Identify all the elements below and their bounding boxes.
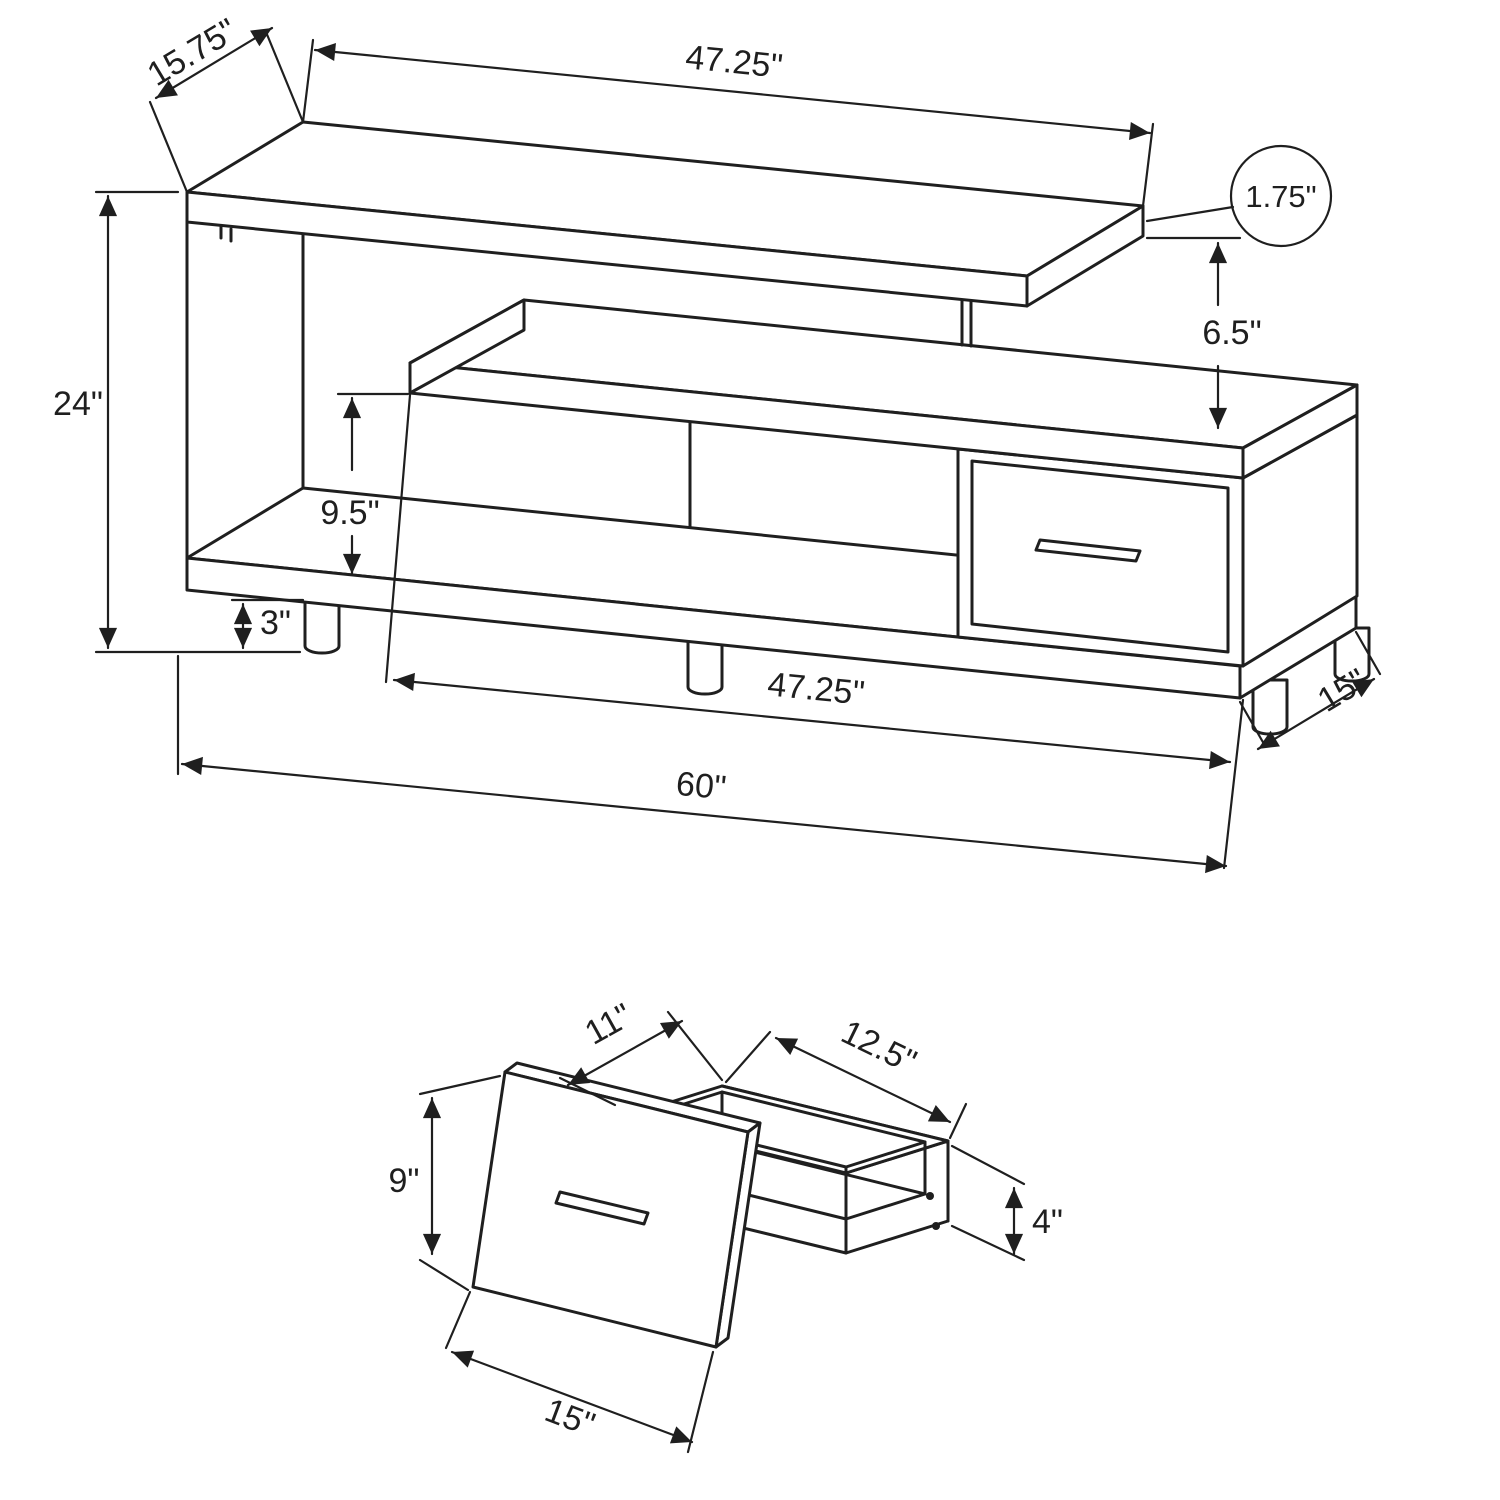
- middle-shelf-right-end-face: [1241, 383, 1359, 480]
- dim-drawer-front-width-ext-2: [686, 1350, 715, 1454]
- middle-shelf: [408, 298, 1359, 480]
- dim-drawer-inner-depth-label: 11": [579, 996, 639, 1052]
- callout-top-thickness: 1.75": [1145, 144, 1333, 248]
- dim-base-width: 47.25": [384, 393, 1245, 870]
- dim-base-width-label: 47.25": [766, 665, 866, 712]
- dim-shelf-gap-label: 6.5": [1202, 314, 1261, 352]
- dim-drawer-front-width-ext-1: [444, 1290, 472, 1350]
- middle-shelf-left-end-face: [408, 298, 526, 395]
- dim-top-width-label: 47.25": [684, 38, 784, 85]
- dim-drawer-inner-width-line: [774, 1036, 952, 1124]
- dim-drawer-front-height-label: 9": [389, 1162, 420, 1200]
- dim-leg-height-label: 3": [260, 604, 291, 642]
- dim-top-width-ext-1: [301, 38, 315, 124]
- dim-overall-width-label: 60": [674, 765, 727, 808]
- dim-drawer-front-height-ext-2: [418, 1258, 470, 1292]
- left-panel: [185, 220, 305, 560]
- dim-drawer-inner-width-ext-2: [948, 1102, 968, 1140]
- screw-dot-1: [926, 1192, 934, 1200]
- callout-top-thickness-circle: [1229, 144, 1333, 248]
- dim-top-width-ext-2: [1141, 122, 1155, 208]
- leg-middle: [686, 639, 724, 696]
- dim-drawer-inner-width-ext-1: [724, 1030, 772, 1084]
- dim-top-depth-ext-2: [264, 30, 305, 124]
- dim-base-width-line: [392, 672, 1232, 770]
- dim-overall-height: 24": [53, 190, 302, 654]
- drawer-front-panel: [471, 1061, 762, 1349]
- dim-drawer-side-height-label: 4": [1032, 1203, 1063, 1241]
- tv-stand-drawing: [185, 120, 1371, 736]
- dim-overall-height-label: 24": [53, 385, 103, 423]
- dim-drawer-front-width-line: [450, 1350, 694, 1444]
- dim-base-width-ext-right: [1222, 698, 1245, 870]
- dim-top-width-line: [313, 42, 1152, 141]
- cabinet-drawer-handle: [1034, 538, 1142, 563]
- dim-shelf-gap: 6.5": [1145, 236, 1262, 430]
- dim-drawer-front-width-label: 15": [540, 1391, 600, 1444]
- dim-opening-height-label: 9.5": [320, 494, 379, 532]
- tv-stand-dimensions: 15.75" 47.25" 1.75" 6.5" 24": [53, 11, 1382, 874]
- drawer-panel-handle: [554, 1190, 650, 1226]
- dim-drawer-side-height: 4": [950, 1144, 1063, 1262]
- dim-opening-height: 9.5": [320, 392, 410, 576]
- dim-drawer-inner-width-label: 12.5": [835, 1013, 922, 1081]
- dim-overall-width-line: [180, 756, 1228, 874]
- drawer-drawing: [471, 1061, 950, 1349]
- screw-dot-2: [932, 1222, 940, 1230]
- dim-drawer-side-height-ext-1: [950, 1144, 1026, 1186]
- dim-overall-width: 60": [176, 654, 1228, 874]
- cabinet: [956, 413, 1359, 668]
- callout-top-thickness-leader: [1145, 205, 1235, 223]
- top-shelf-end-face: [1025, 204, 1145, 308]
- dim-drawer-inner-depth-line: [566, 1019, 684, 1087]
- dim-drawer-front-height: 9": [389, 1074, 502, 1292]
- leg-front-left: [303, 598, 341, 655]
- dim-drawer-inner-depth-ext-2: [666, 1010, 724, 1082]
- dim-base-width-ext-left: [384, 393, 412, 684]
- dim-drawer-side-height-ext-2: [950, 1224, 1026, 1262]
- top-shelf: [185, 120, 1145, 308]
- dim-leg-height: 3": [230, 598, 305, 650]
- callout-top-thickness-label: 1.75": [1245, 179, 1316, 214]
- dim-top-depth-ext-1: [148, 100, 189, 194]
- dim-depth-line: [1256, 677, 1376, 751]
- dim-top-depth-label: 15.75": [141, 11, 244, 94]
- dim-drawer-front-height-ext-1: [418, 1074, 502, 1096]
- dim-top-depth-line: [154, 26, 274, 100]
- dim-depth-ext-back: [1354, 630, 1382, 676]
